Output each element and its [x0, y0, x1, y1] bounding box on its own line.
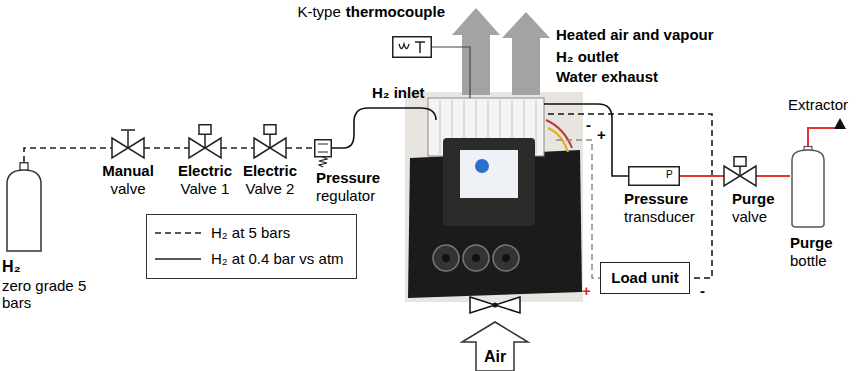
polarity-sign: -	[586, 116, 591, 134]
ev-symbol	[189, 124, 221, 158]
positive-wire	[556, 140, 600, 278]
text-group: ElectricValve 1	[155, 162, 255, 197]
gas-pipe	[286, 147, 314, 149]
node-heading: K-type	[297, 3, 340, 21]
legend-sample	[155, 226, 201, 240]
manual-valve: Manualvalve	[112, 128, 144, 158]
legend-text: H₂ at 0.4 bar vs atm	[211, 250, 344, 268]
air-label: Air	[476, 348, 514, 367]
tc-symbol	[392, 36, 432, 58]
legend-item: H₂ at 5 bars	[155, 220, 344, 246]
text-group: H₂zero grade 5 bars	[2, 258, 97, 312]
polarity-sign: +	[597, 126, 606, 144]
polarity-sign: +	[582, 282, 591, 300]
node-heading: Manual	[78, 162, 178, 180]
node-text: Valve 2	[220, 180, 320, 198]
load-unit-box: Load unit	[600, 262, 690, 294]
gas-pipe	[24, 148, 112, 162]
node-text: Valve 1	[155, 180, 255, 198]
text-group: Load unit	[611, 269, 679, 287]
legend-item: H₂ at 0.4 bar vs atm	[155, 246, 344, 272]
fan-symbol	[470, 297, 520, 313]
purge-valve: Purgevalve	[724, 156, 756, 186]
legend-box: H₂ at 5 bars H₂ at 0.4 bar vs atm	[146, 214, 357, 279]
pressure-regulator: Pressureregulator	[314, 139, 332, 167]
node-heading: Pressure	[316, 169, 396, 187]
node-text: valve	[78, 180, 178, 198]
reg-symbol	[314, 139, 332, 167]
node-text: zero grade 5 bars	[2, 277, 97, 312]
thermocouple-box: K-typethermocouple	[392, 36, 432, 58]
exhaust-arrow	[452, 8, 500, 95]
flow-label: Heated air and vapour	[556, 26, 714, 44]
air-arrow	[462, 322, 528, 371]
node-heading: Pressure	[624, 190, 724, 208]
node-text: transducer	[624, 208, 724, 226]
legend-sample	[155, 252, 201, 266]
thermocouple-wire	[432, 47, 470, 98]
text-group: K-type thermocouple	[192, 3, 445, 21]
node-heading: Electric	[155, 162, 255, 180]
bottle-symbol	[4, 162, 44, 252]
pbottle-symbol	[790, 146, 826, 228]
gas-cylinder: H₂zero grade 5 bars	[4, 162, 44, 252]
polarity-sign: -	[700, 282, 705, 300]
flow-label: Extractor	[788, 96, 848, 114]
gas-pipe	[680, 175, 724, 177]
text-group: Manualvalve	[78, 162, 178, 197]
flow-label: H₂ outlet	[556, 48, 619, 66]
node-heading: Purge	[790, 234, 855, 252]
node-text: bottle	[790, 252, 855, 270]
purge-bottle: Purgebottle	[790, 146, 826, 228]
extractor-arrowhead	[834, 118, 846, 129]
gas-pipe	[756, 175, 790, 177]
flow-label: Water exhaust	[556, 68, 658, 86]
solenoid-valve: ElectricValve 2	[254, 124, 286, 158]
text-group: Pressureregulator	[316, 169, 396, 204]
gas-pipe	[221, 147, 254, 149]
text-group: Purgebottle	[790, 234, 855, 269]
extractor-line	[808, 128, 840, 146]
legend-text: H₂ at 5 bars	[211, 224, 290, 242]
text-group: Pressuretransducer	[624, 190, 724, 225]
ev-symbol	[724, 156, 756, 186]
node-heading: H₂	[2, 258, 97, 277]
flow-label: H₂ inlet	[372, 84, 425, 102]
node-text: thermocouple	[346, 3, 445, 21]
manual-symbol	[112, 128, 144, 158]
node-heading: Electric	[220, 162, 320, 180]
solenoid-valve: ElectricValve 1	[189, 124, 221, 158]
sensor-letter: P	[666, 169, 673, 181]
node-text: regulator	[316, 187, 396, 205]
text-group: ElectricValve 2	[220, 162, 320, 197]
inlet-pipe	[332, 108, 436, 148]
ev-symbol	[254, 124, 286, 158]
exhaust-arrow	[502, 12, 550, 95]
fuel-cell-photo	[405, 92, 583, 302]
gas-pipe	[144, 147, 189, 149]
node-heading: Load unit	[611, 269, 679, 287]
